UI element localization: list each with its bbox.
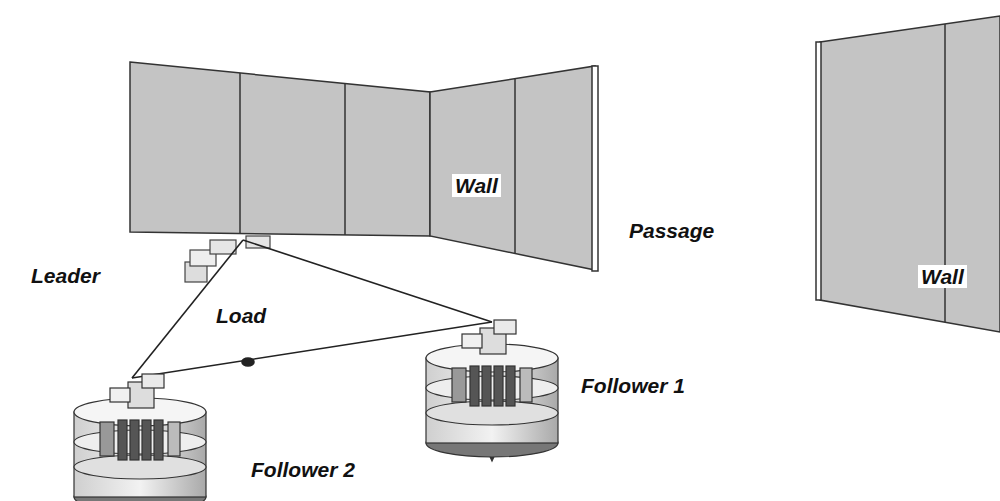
robot-label: Follower 2 bbox=[248, 458, 358, 481]
follower-robot bbox=[426, 320, 558, 461]
robot-label: Follower 1 bbox=[578, 374, 688, 397]
passage-label: Passage bbox=[626, 219, 717, 242]
load-label: Load bbox=[213, 304, 269, 327]
wall-label: Wall bbox=[452, 174, 501, 197]
wall bbox=[816, 16, 1000, 332]
robot-label: Leader bbox=[28, 264, 103, 287]
wall-label: Wall bbox=[918, 265, 967, 288]
wall bbox=[130, 62, 598, 271]
follower-robot bbox=[74, 374, 206, 501]
